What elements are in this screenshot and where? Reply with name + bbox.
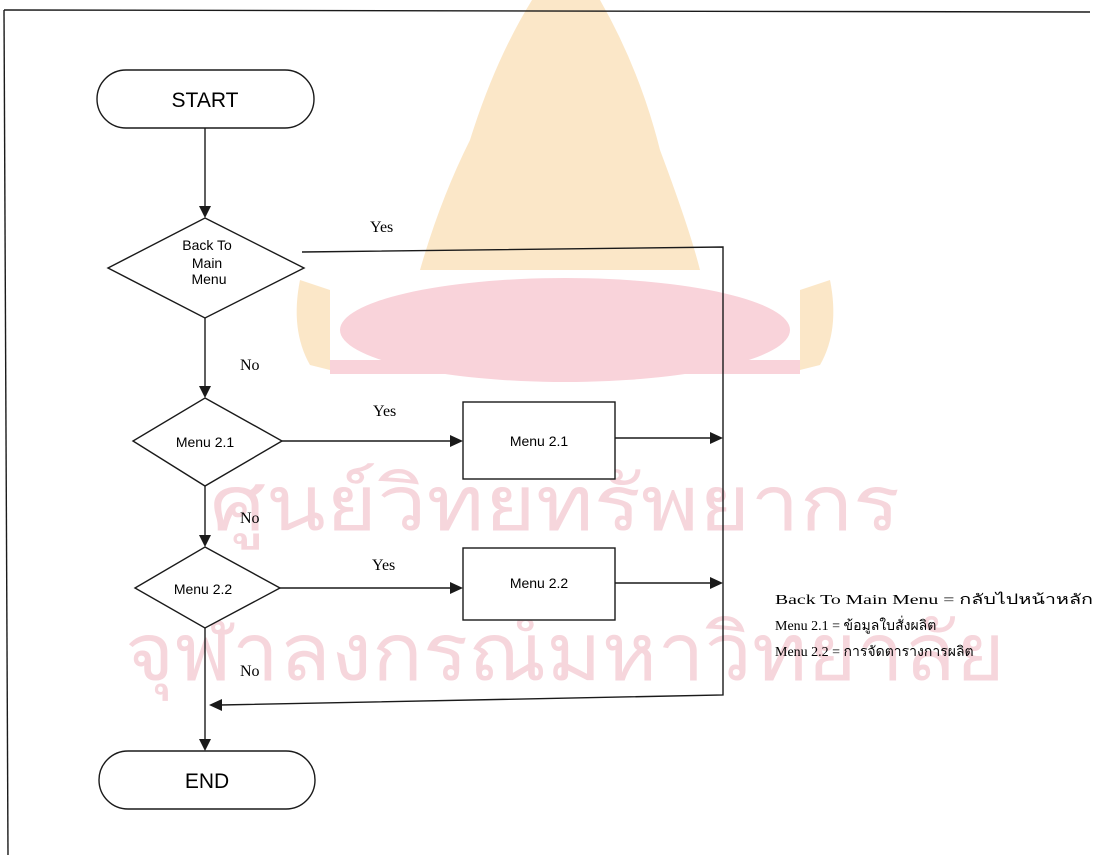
legend-item-menu21: Menu 2.1 = ข้อมูลใบสั่งผลิต (775, 616, 936, 634)
start-label: START (172, 89, 239, 112)
menu21-no-label: No (240, 510, 260, 527)
menu21-process-label: Menu 2.1 (510, 433, 569, 449)
frame-border (4, 10, 1090, 12)
end-label: END (185, 770, 229, 793)
start-terminator: START (97, 70, 314, 128)
legend: Back To Main Menu = กลับไปหน้าหลัก Menu … (775, 591, 1093, 660)
back-yes-label: Yes (370, 219, 393, 236)
menu21-process: Menu 2.1 (463, 402, 615, 479)
back-to-main-decision: Back To Main Menu (108, 218, 304, 318)
back-to-main-label-line-1: Back To (182, 237, 232, 253)
legend-item-back-to-main: Back To Main Menu = กลับไปหน้าหลัก (775, 591, 1093, 608)
arrowhead-back-to-menu21 (199, 386, 211, 398)
legend-item-menu22: Menu 2.2 = การจัดตารางการผลิต (775, 645, 974, 660)
arrowhead-menu21-yes (450, 435, 463, 447)
menu22-no-label: No (240, 663, 260, 680)
menu22-process: Menu 2.2 (463, 548, 615, 620)
menu22-yes-label: Yes (372, 557, 395, 574)
menu21-decision-label: Menu 2.1 (176, 434, 235, 450)
back-to-main-label-line-3: Menu (191, 271, 226, 287)
arrowhead-start-to-back (199, 206, 211, 218)
arrowhead-menu22-out (710, 577, 723, 589)
end-terminator: END (99, 751, 315, 809)
back-no-label: No (240, 357, 260, 374)
menu22-decision-label: Menu 2.2 (174, 581, 233, 597)
arrowhead-menu22-to-end (199, 739, 211, 751)
arrowhead-menu21-out (710, 432, 723, 444)
arrowhead-menu22-yes (450, 582, 463, 594)
arrowhead-return (209, 699, 222, 711)
watermark-logo (297, 0, 834, 382)
menu22-process-label: Menu 2.2 (510, 575, 569, 591)
back-to-main-label-line-2: Main (192, 255, 222, 271)
menu21-yes-label: Yes (373, 403, 396, 420)
frame-border-left (4, 10, 8, 855)
